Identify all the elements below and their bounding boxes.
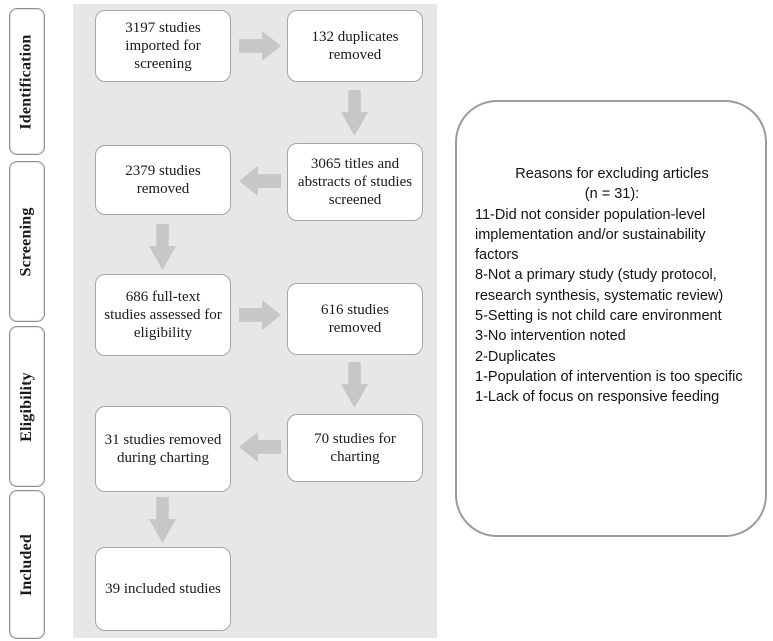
stage-label-text: Screening	[18, 206, 35, 277]
flow-box-fulltext-assessed: 686 full-text studies assessed for eligi…	[95, 274, 231, 356]
exclusion-reasons-heading-line1: Reasons for excluding articles	[515, 166, 709, 182]
stage-label-text: Identification	[18, 33, 35, 130]
flow-box-titles-abstracts-screened: 3065 titles and abstracts of studies scr…	[287, 143, 423, 221]
reason-item: 3-No intervention noted	[475, 328, 626, 345]
stage-label-text: Eligibility	[18, 371, 35, 442]
flow-box-studies-removed-screening: 2379 studies removed	[95, 145, 231, 215]
flow-box-included-studies: 39 included studies	[95, 547, 231, 631]
exclusion-reasons-heading-line2: (n = 31):	[584, 186, 640, 203]
exclusion-reasons-panel: Reasons for excluding articles (n = 31):…	[455, 100, 767, 537]
flow-box-studies-for-charting: 70 studies for charting	[287, 414, 423, 482]
flow-box-studies-imported: 3197 studies imported for screening	[95, 10, 231, 82]
reason-item: 1-Population of intervention is too spec…	[475, 368, 743, 385]
stage-label-included: Included	[9, 490, 45, 639]
reason-item: 8-Not a primary study (study protocol, r…	[475, 267, 724, 304]
reason-item: 11-Did not consider population-level imp…	[475, 206, 706, 264]
stage-label-identification: Identification	[9, 8, 45, 155]
flow-box-removed-during-charting: 31 studies removed during charting	[95, 406, 231, 492]
flow-box-studies-removed-fulltext: 616 studies removed	[287, 283, 423, 355]
stage-label-text: Included	[18, 533, 36, 596]
stage-label-eligibility: Eligibility	[9, 326, 45, 487]
reason-item: 2-Duplicates	[475, 348, 556, 365]
flow-box-duplicates-removed: 132 duplicates removed	[287, 10, 423, 82]
reason-item: 1-Lack of focus on responsive feeding	[475, 389, 720, 406]
exclusion-reasons-list: 11-Did not consider population-level imp…	[475, 205, 749, 408]
stage-label-screening: Screening	[9, 161, 45, 322]
reason-item: 5-Setting is not child care environment	[475, 308, 722, 325]
